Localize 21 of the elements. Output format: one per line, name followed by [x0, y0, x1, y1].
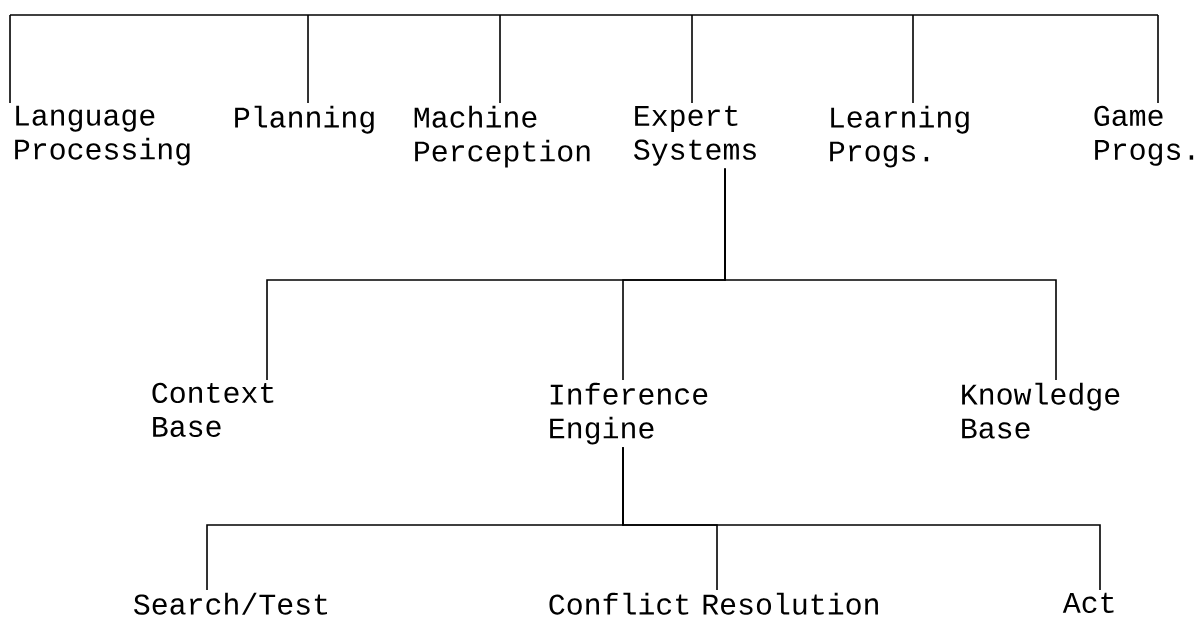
node-label: Expert Systems	[633, 105, 756, 166]
tree-line	[307, 14, 309, 104]
node-label: Conflict Resolution	[549, 592, 878, 615]
node-label: Planning	[235, 105, 374, 134]
tree-line	[912, 14, 914, 104]
tree-line	[724, 167, 1057, 381]
node-label: Inference Engine	[550, 382, 708, 445]
tree-line	[9, 14, 11, 104]
tree-line	[1157, 14, 1159, 104]
node-label: Search/Test	[133, 592, 327, 615]
node-label: Context Base	[152, 382, 274, 437]
node-label: Game Progs.	[1094, 105, 1194, 166]
tree-line	[9, 14, 1159, 16]
node-label: Learning Progs.	[830, 105, 969, 168]
node-label: Machine Perception	[414, 105, 590, 168]
tree-line	[691, 14, 693, 104]
node-label: Knowledge Base	[962, 382, 1120, 439]
tree-line	[622, 446, 1101, 591]
node-label: Act	[1062, 592, 1114, 613]
tree-line	[499, 14, 501, 104]
node-label: Language Processing	[15, 105, 190, 166]
